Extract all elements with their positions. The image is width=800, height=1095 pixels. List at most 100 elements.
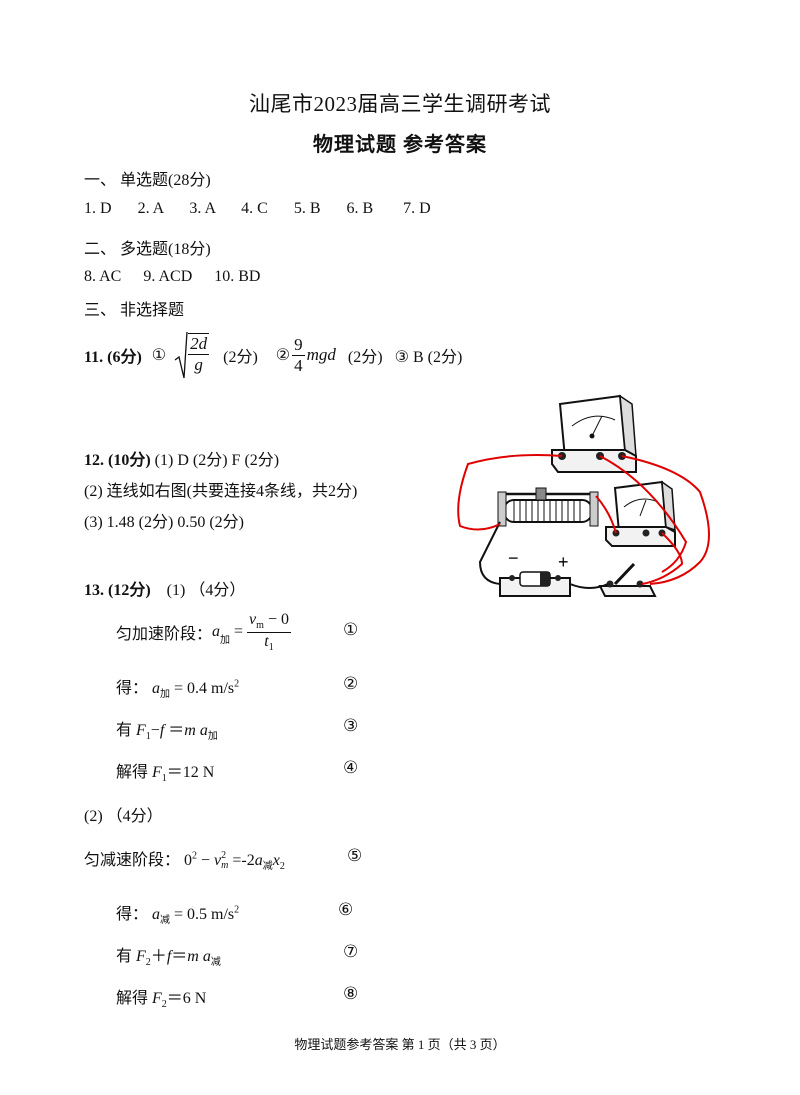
answer-item: 6. B [346, 200, 374, 217]
eq1-numerator-sub: m [256, 620, 264, 632]
eq6-symbol: a [152, 906, 161, 923]
eq2-prefix: 得： [116, 680, 149, 697]
eq6-value: = 0.5 m/s [170, 906, 235, 923]
eq3-a: a [195, 722, 208, 739]
eq5-mark: ⑤ [347, 846, 363, 865]
q11-expression: mgd [306, 345, 336, 364]
eq3-F-sub: 1 [145, 731, 151, 743]
eq6-prefix: 得： [116, 906, 149, 923]
question-11: 11. (6分) ① 2d g (2分) ② 9 4 mgd (2分) ③ B … [84, 330, 462, 380]
eq5-lhs-sup: 2 [192, 850, 198, 862]
eq5-v: v [214, 852, 222, 869]
q12-part-3: (3) 1.48 (2分) 0.50 (2分) [84, 514, 244, 531]
eq3-minus: − [150, 722, 160, 739]
equation-2: 得： a加 = 0.4 m/s2 [116, 674, 240, 701]
ammeter-icon [605, 480, 676, 547]
eq5-minus: − [197, 852, 215, 869]
q13-part-1-heading: (1) （4分） [166, 582, 246, 599]
eq5-equals: =-2 [228, 852, 255, 869]
question-12-line-1: 12. (10分) (1) D (2分) F (2分) [84, 446, 279, 470]
eq8-prefix: 解得 [116, 990, 153, 1007]
eq5-a: a [254, 852, 263, 869]
battery-icon [499, 571, 571, 597]
eq5-x: x [272, 852, 280, 869]
eq5-v-sup: 2 [221, 850, 227, 862]
eq4-prefix: 解得 [116, 764, 153, 781]
eq8-F-sub: 2 [161, 999, 167, 1011]
eq7-m: m [187, 948, 199, 965]
radical-sign-icon [174, 331, 188, 379]
question-13-label: 13. (12分) [84, 582, 151, 599]
single-choice-answers: 1. D 2. A 3. A 4. C 5. B 6. B 7. D [84, 200, 431, 218]
eq1-symbol: a [212, 623, 221, 640]
eq6-mark: ⑥ [338, 900, 354, 919]
q11-sqrt-expression: 2d g [174, 330, 210, 380]
eq4-F-sub: 1 [161, 773, 167, 785]
eq7-F-sub: 2 [145, 957, 151, 969]
multi-choice-answers: 8. AC 9. ACD 10. BD [84, 268, 260, 286]
q11-fraction2-numerator: 9 [292, 334, 305, 356]
eq3-a-sub: 加 [207, 731, 218, 743]
eq2-superscript: 2 [234, 678, 240, 690]
page-footer: 物理试题参考答案 第 1 页（共 3 页） [294, 1037, 506, 1052]
eq8-value: ＝6 N [166, 990, 207, 1007]
eq5-lhs: 0 [184, 852, 193, 869]
eq1-numerator-rest: − 0 [263, 611, 289, 629]
battery-plus-label: + [558, 552, 569, 572]
eq5-a-sub: 减 [262, 861, 273, 873]
circuit-diagram: − + [457, 394, 710, 597]
section-heading-multi-choice: 二、 多选题(18分) [84, 241, 211, 258]
eq8-F: F [152, 990, 162, 1007]
q11-circle-1: ① [151, 347, 167, 364]
battery-minus-label: − [508, 548, 519, 568]
q11-circle-2: ② [275, 347, 291, 364]
eq2-value: = 0.4 m/s [170, 680, 235, 697]
answer-item: 10. BD [214, 268, 261, 285]
eq4-F: F [152, 764, 162, 781]
answer-item: 9. ACD [143, 268, 193, 285]
question-12-label: 12. (10分) [84, 452, 151, 469]
page-subtitle: 物理试题 参考答案 [313, 134, 487, 156]
q12-part-1: (1) D (2分) F (2分) [154, 452, 280, 469]
eq3-m: m [184, 722, 196, 739]
eq4-value: ＝12 N [166, 764, 215, 781]
eq7-prefix: 有 [116, 948, 137, 965]
eq7-F: F [136, 948, 146, 965]
rheostat-icon [497, 487, 599, 527]
connection-wires [457, 454, 710, 585]
answer-item: 8. AC [84, 268, 122, 285]
equation-8: 解得 F2＝6 N [116, 984, 206, 1010]
eq3-F: F [136, 722, 146, 739]
eq1-numerator-v: v [249, 611, 257, 629]
eq7-f: f [166, 948, 172, 965]
equation-3: 有 F1−f ＝m a加 [116, 716, 218, 742]
equation-7: 有 F2＋f＝m a减 [116, 942, 221, 968]
eq5-label: 匀减速阶段： [84, 852, 181, 869]
q11-score-2: (2分) [347, 349, 383, 366]
answer-item: 1. D [84, 200, 112, 217]
eq2-subscript: 加 [160, 689, 171, 701]
eq6-superscript: 2 [234, 904, 240, 916]
equation-4: 解得 F1＝12 N [116, 758, 214, 784]
eq3-equals: ＝ [164, 722, 185, 739]
answer-item: 3. A [189, 200, 216, 217]
eq7-plus: ＋ [150, 948, 167, 965]
eq2-mark: ② [343, 674, 359, 693]
eq3-prefix: 有 [116, 722, 137, 739]
switch-icon [598, 562, 657, 597]
eq1-denominator-sub: 1 [268, 641, 274, 653]
eq4-mark: ④ [343, 758, 359, 777]
q11-score-1: (2分) [223, 349, 258, 366]
eq7-a-sub: 减 [210, 957, 221, 969]
answer-item: 5. B [293, 200, 321, 217]
eq7-a: a [198, 948, 211, 965]
q11-fraction2-denominator: 4 [294, 355, 303, 375]
eq3-mark: ③ [343, 716, 359, 735]
eq7-mark: ⑦ [343, 942, 359, 961]
equation-6: 得： a减 = 0.5 m/s2 [116, 900, 240, 927]
eq6-subscript: 减 [160, 915, 171, 927]
page-title: 汕尾市2023届高三学生调研考试 [249, 92, 551, 116]
q12-part-2: (2) 连线如右图(共要连接4条线，共2分) [84, 483, 358, 500]
